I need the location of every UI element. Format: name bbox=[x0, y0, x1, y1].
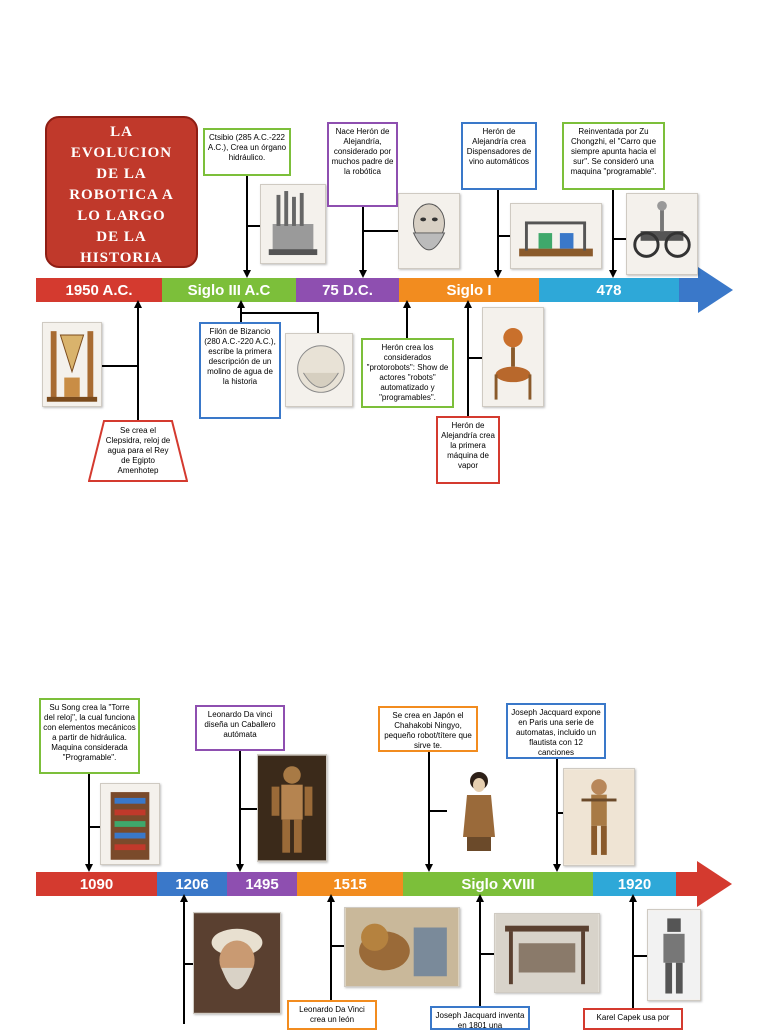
segment-label: Siglo XVIII bbox=[461, 875, 535, 893]
note-davinci-caballero: Leonardo Da vinci diseña un Caballero au… bbox=[195, 705, 285, 751]
note-davinci-leon: Leonardo Da Vinci crea un león bbox=[287, 1000, 377, 1030]
robot-rur-image bbox=[647, 909, 701, 1001]
segment-label: 1515 bbox=[333, 875, 367, 893]
note-ctsibio: Ctsibio (285 A.C.-222 A.C.), Crea un órg… bbox=[203, 128, 291, 176]
note-clepsidra: Se crea el Clepsidra, reloj de agua para… bbox=[105, 426, 171, 475]
note-heron-vapor: Herón de Alejandría crea la primera máqu… bbox=[436, 416, 500, 484]
note-filon: Filón de Bizancio (280 A.C.-220 A.C.), e… bbox=[199, 322, 281, 419]
timeline-arrow-shaft bbox=[676, 872, 698, 896]
segment-label: 1950 A.C. bbox=[65, 281, 133, 299]
steam-engine-image bbox=[482, 307, 544, 407]
karakuri-doll-image bbox=[447, 767, 511, 859]
note-clepsidra-shape: Se crea el Clepsidra, reloj de agua para… bbox=[88, 420, 188, 482]
segment-label: Siglo I bbox=[446, 281, 492, 299]
timeline-segment-1206: 1206 bbox=[157, 872, 227, 896]
timeline-segment-siglo-i: Siglo I bbox=[399, 278, 539, 302]
timeline-arrow-head bbox=[698, 267, 733, 313]
note-jacquard-paris: Joseph Jacquard expone en Paris una seri… bbox=[506, 703, 606, 759]
wine-dispenser-image bbox=[510, 203, 602, 269]
note-heron-protorobots: Herón crea los considerados "protorobots… bbox=[361, 338, 454, 408]
timeline-segment-478: 478 bbox=[539, 278, 679, 302]
south-pointing-chariot-image bbox=[626, 193, 698, 275]
segment-label: 1495 bbox=[245, 875, 279, 893]
note-capek: Karel Capek usa por bbox=[583, 1008, 683, 1030]
timeline-segment-siglo-xviii: Siglo XVIII bbox=[403, 872, 593, 896]
flute-player-automaton-image bbox=[563, 768, 635, 866]
note-heron-dispensadores: Herón de Alejandría crea Dispensadores d… bbox=[461, 122, 537, 190]
segment-label: 1090 bbox=[79, 875, 114, 893]
clepsidra-image bbox=[42, 322, 102, 407]
note-heron-nace: Nace Herón de Alejandría, considerado po… bbox=[327, 122, 398, 207]
heron-portrait-image bbox=[398, 193, 460, 269]
note-jacquard-1801: Joseph Jacquard inventa en 1801 una bbox=[430, 1006, 530, 1030]
organ-hydraulic-image bbox=[260, 184, 326, 264]
mechanical-lion-image bbox=[344, 907, 460, 987]
timeline-segment-1495: 1495 bbox=[227, 872, 297, 896]
timeline-arrow-head bbox=[697, 861, 732, 907]
robot-knight-image bbox=[257, 754, 327, 862]
filon-bust-image bbox=[285, 333, 353, 407]
timeline-segment-siglo-iii-ac: Siglo III A.C bbox=[162, 278, 296, 302]
segment-label: 1206 bbox=[175, 875, 209, 893]
title-line: DE LA bbox=[96, 166, 147, 182]
note-japon: Se crea en Japón el Chahakobi Ningyo, pe… bbox=[378, 706, 478, 752]
note-zu-chongzhi: Reinventada por Zu Chongzhi, el "Carro q… bbox=[562, 122, 665, 190]
main-title: LA EVOLUCION DE LA ROBOTICA A LO LARGO D… bbox=[45, 116, 198, 268]
title-line: ROBOTICA A bbox=[69, 187, 174, 203]
segment-label: 1920 bbox=[617, 875, 652, 893]
segment-label: 75 D.C. bbox=[322, 281, 373, 299]
timeline-segment-75dc: 75 D.C. bbox=[296, 278, 399, 302]
title-line: EVOLUCION bbox=[70, 145, 173, 161]
jacquard-loom-image bbox=[494, 913, 600, 993]
timeline-arrow-shaft bbox=[679, 278, 699, 302]
title-line: HISTORIA bbox=[80, 250, 163, 266]
timeline-segment-1515: 1515 bbox=[297, 872, 403, 896]
timeline-segment-1920: 1920 bbox=[593, 872, 676, 896]
timeline-segment-1090: 1090 bbox=[36, 872, 157, 896]
segment-label: 478 bbox=[596, 281, 622, 299]
title-line: LA bbox=[110, 124, 133, 140]
segment-label: Siglo III A.C bbox=[187, 281, 271, 299]
title-line: LO LARGO bbox=[77, 208, 166, 224]
title-line: DE LA bbox=[96, 229, 147, 245]
note-su-song: Su Song crea la "Torre del reloj", la cu… bbox=[39, 698, 140, 774]
clock-tower-image bbox=[100, 783, 160, 865]
al-jazari-portrait-image bbox=[193, 912, 281, 1014]
timeline-segment-1950ac: 1950 A.C. bbox=[36, 278, 162, 302]
